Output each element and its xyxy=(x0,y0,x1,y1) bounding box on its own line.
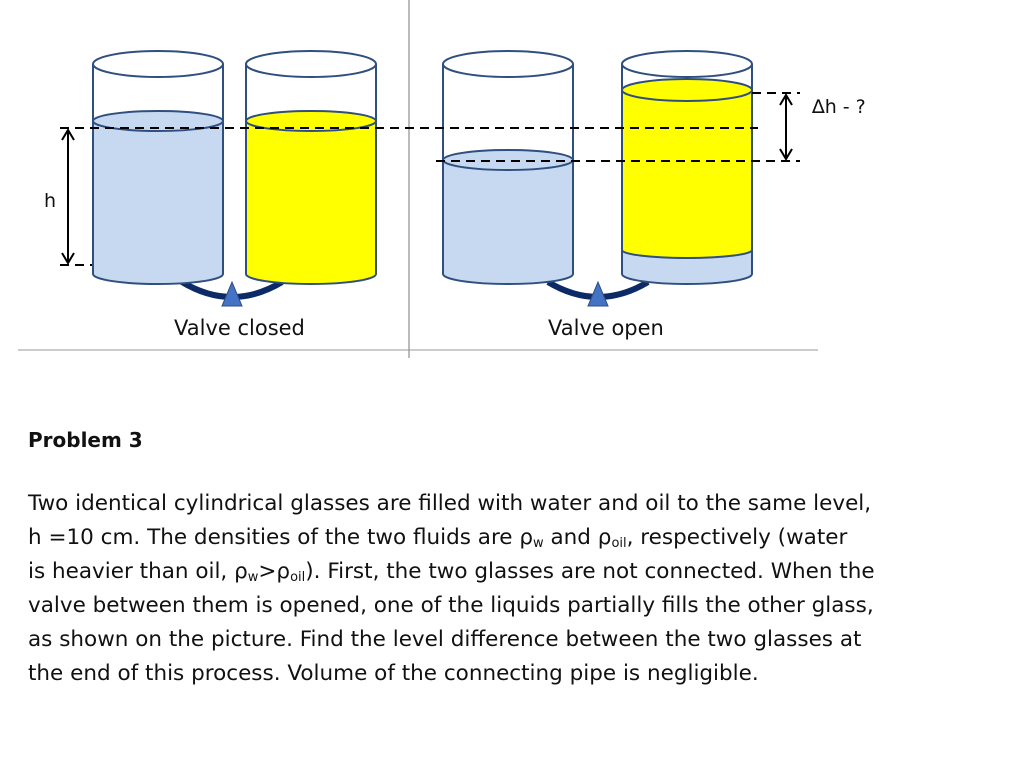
fluid-diagram xyxy=(18,0,818,358)
height-arrow xyxy=(61,128,75,265)
density-symbol: ρ xyxy=(597,525,612,550)
problem-text-segment: the end of this process. Volume of the c… xyxy=(28,661,759,686)
density-subscript: oil xyxy=(611,536,627,551)
height-label: h xyxy=(44,190,57,212)
problem-line: Two identical cylindrical glasses are fi… xyxy=(28,487,958,521)
glass-water-left xyxy=(92,50,224,285)
problem-text-segment: , respectively (water xyxy=(626,525,848,550)
density-symbol: ρ xyxy=(519,525,534,550)
delta-height-label: ∆h - ? xyxy=(812,96,866,118)
valve-triangle-left xyxy=(221,280,243,307)
problem-line: as shown on the picture. Find the level … xyxy=(28,623,958,657)
glass-oil-water-right xyxy=(621,50,753,285)
problem-text-segment: is heavier than oil, xyxy=(28,559,235,584)
glass-oil-left xyxy=(245,50,377,285)
delta-height-arrow xyxy=(779,93,793,161)
caption-valve-open: Valve open xyxy=(548,316,664,340)
valve-triangle-right xyxy=(587,280,609,307)
problem-text-segment: and xyxy=(543,525,598,550)
problem-text-segment: Two identical cylindrical glasses are fi… xyxy=(28,491,872,516)
density-symbol: ρ xyxy=(234,559,248,584)
problem-line: valve between them is opened, one of the… xyxy=(28,589,958,623)
problem-line: the end of this process. Volume of the c… xyxy=(28,657,958,691)
problem-text-segment: > xyxy=(258,559,277,584)
density-subscript: w xyxy=(533,536,544,551)
density-symbol: ρ xyxy=(276,559,291,584)
problem-line: h =10 cm. The densities of the two fluid… xyxy=(28,521,958,555)
problem-text-segment: h =10 cm. The densities of the two fluid… xyxy=(28,525,520,550)
problem-line: is heavier than oil, ρw>ρoil). First, th… xyxy=(28,555,958,589)
problem-text: Two identical cylindrical glasses are fi… xyxy=(28,487,958,691)
density-subscript: w xyxy=(247,570,259,585)
caption-valve-closed: Valve closed xyxy=(174,316,305,340)
glass-water-right xyxy=(442,50,574,285)
problem-text-segment: valve between them is opened, one of the… xyxy=(28,593,874,618)
problem-text-segment: ). First, the two glasses are not connec… xyxy=(305,559,875,584)
problem-title: Problem 3 xyxy=(28,428,143,452)
problem-text-segment: as shown on the picture. Find the level … xyxy=(28,627,862,652)
density-subscript: oil xyxy=(290,570,306,585)
